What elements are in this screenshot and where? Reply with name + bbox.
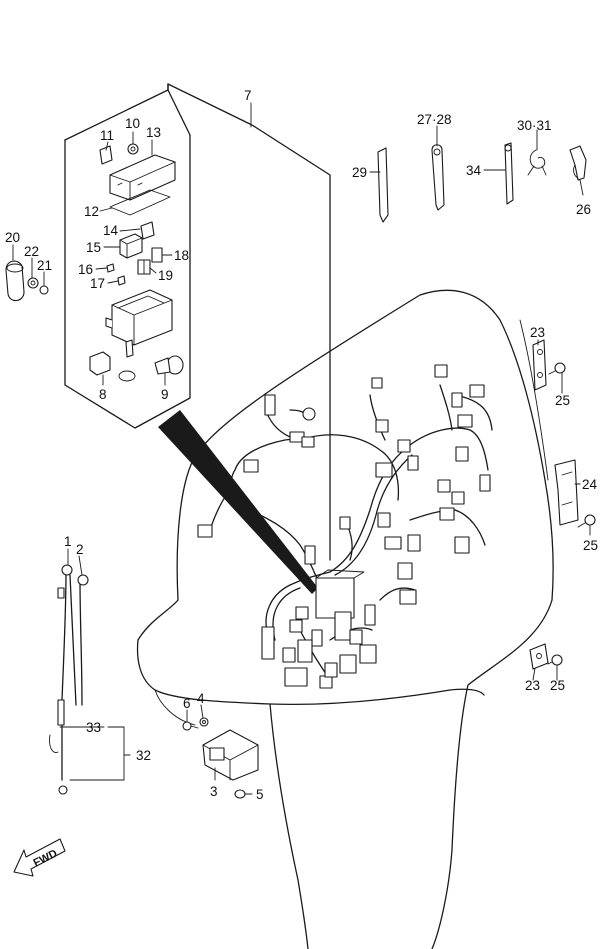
callout-2: 2 — [76, 542, 84, 557]
callout-11: 11 — [100, 128, 114, 143]
callout-9: 9 — [161, 387, 169, 402]
leader-lines — [12, 125, 591, 795]
part-25-middle — [577, 514, 596, 528]
callout-24: 24 — [582, 477, 598, 492]
callout-10: 10 — [125, 116, 140, 131]
callout-27-28: 27·28 — [417, 112, 452, 127]
part-23-upper — [532, 339, 547, 391]
part-23-lower — [529, 643, 549, 670]
part-15 — [119, 233, 143, 259]
callout-33: 33 — [86, 720, 101, 735]
callout-13: 13 — [146, 125, 161, 140]
part-13 — [109, 154, 176, 201]
callout-15: 15 — [86, 240, 101, 255]
callout-32: 32 — [136, 748, 151, 763]
part-18 — [151, 247, 163, 263]
callout-23-lower: 23 — [525, 678, 540, 693]
callout-23-upper: 23 — [530, 325, 545, 340]
callout-6: 6 — [183, 696, 191, 711]
main-harness — [209, 384, 493, 681]
part-6 — [182, 721, 199, 731]
callout-34: 34 — [466, 163, 482, 178]
inset-box — [64, 83, 331, 561]
junction-box — [105, 289, 173, 358]
part-3 — [202, 729, 259, 781]
battery-cable — [49, 564, 89, 795]
callout-8: 8 — [99, 387, 107, 402]
part-25-lower — [547, 654, 563, 666]
callout-26: 26 — [576, 202, 591, 217]
fwd-arrow-icon: FWD — [13, 838, 66, 877]
part-26 — [569, 145, 587, 181]
part-14 — [140, 221, 155, 240]
callout-19: 19 — [158, 268, 173, 283]
part-34 — [504, 142, 514, 205]
part-24 — [554, 459, 579, 526]
callout-21: 21 — [37, 258, 52, 273]
callout-25-middle: 25 — [583, 538, 598, 553]
callout-22: 22 — [24, 244, 39, 259]
fwd-label: FWD — [31, 847, 59, 869]
part-19 — [137, 259, 151, 275]
callout-7: 7 — [244, 88, 252, 103]
callout-14: 14 — [103, 223, 119, 238]
part-4 — [199, 717, 209, 727]
callout-5: 5 — [256, 787, 264, 802]
part-17 — [117, 275, 126, 286]
callout-18: 18 — [174, 248, 189, 263]
callout-30-31: 30·31 — [517, 118, 552, 133]
part-27-28 — [431, 144, 445, 211]
part-20 — [5, 260, 25, 302]
callout-16: 16 — [78, 262, 93, 277]
callout-25-lower: 25 — [550, 678, 565, 693]
part-22 — [27, 277, 39, 289]
callout-12: 12 — [84, 204, 99, 219]
callout-20: 20 — [5, 230, 20, 245]
part-8 — [89, 351, 136, 382]
engine-cover — [136, 289, 554, 949]
part-25-upper — [548, 362, 566, 375]
callout-3: 3 — [210, 784, 218, 799]
callout-4: 4 — [197, 691, 205, 706]
pointer-arrow — [158, 410, 318, 594]
callout-25-upper: 25 — [555, 393, 570, 408]
part-5 — [234, 789, 246, 799]
part-12 — [109, 189, 171, 216]
part-9 — [154, 355, 184, 375]
callout-29: 29 — [352, 165, 367, 180]
part-29 — [377, 147, 389, 223]
callout-labels: 7 11 10 13 12 14 15 18 16 19 17 8 9 20 2… — [5, 88, 598, 802]
part-10 — [127, 143, 139, 155]
callout-17: 17 — [90, 276, 105, 291]
harness-connectors — [197, 364, 491, 689]
part-16 — [106, 263, 115, 273]
part-30-31 — [527, 149, 547, 176]
part-21 — [39, 285, 49, 295]
callout-1: 1 — [64, 534, 72, 549]
